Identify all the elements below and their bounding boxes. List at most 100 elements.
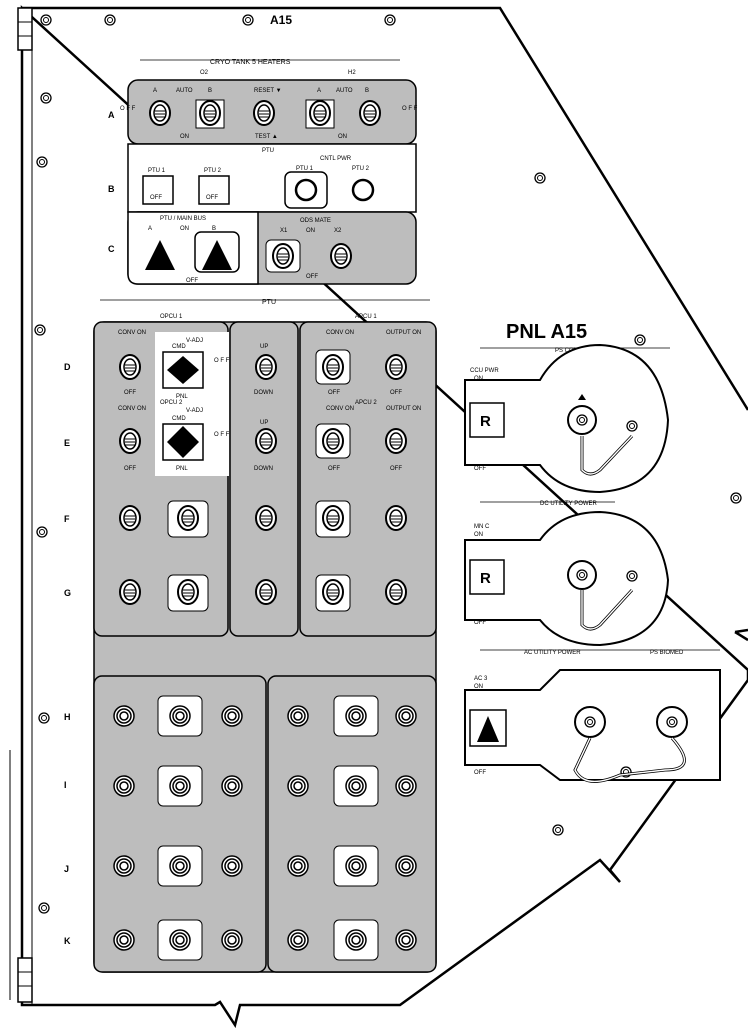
- svg-text:X2: X2: [334, 228, 342, 234]
- svg-text:UP: UP: [260, 420, 268, 426]
- jack-connector[interactable]: [345, 929, 367, 951]
- row-a-label: A: [108, 110, 115, 120]
- jack-connector[interactable]: [221, 775, 243, 797]
- svg-text:ON: ON: [338, 134, 347, 140]
- svg-text:PNL: PNL: [176, 466, 188, 472]
- cryo-switch[interactable]: [359, 100, 381, 126]
- svg-text:OUTPUT ON: OUTPUT ON: [386, 406, 421, 412]
- row-g-label: G: [64, 588, 71, 598]
- svg-text:APCU 2: APCU 2: [355, 400, 377, 406]
- jack-rows[interactable]: [113, 695, 417, 961]
- jack-connector[interactable]: [395, 855, 417, 877]
- svg-text:ODS MATE: ODS MATE: [300, 218, 331, 224]
- svg-text:ON: ON: [306, 228, 315, 234]
- jack-connector[interactable]: [345, 705, 367, 727]
- svg-text:ON: ON: [180, 226, 189, 232]
- row-b-label: B: [108, 184, 115, 194]
- svg-text:A: A: [153, 88, 157, 94]
- svg-text:PTU 2: PTU 2: [352, 166, 370, 172]
- svg-text:R: R: [480, 570, 491, 587]
- cryo-switch[interactable]: [253, 100, 275, 126]
- svg-text:B: B: [365, 88, 369, 94]
- svg-text:X1: X1: [280, 228, 288, 234]
- jack-connector[interactable]: [221, 705, 243, 727]
- row-h-label: H: [64, 712, 71, 722]
- svg-text:OFF: OFF: [186, 278, 198, 284]
- bus-b-switch[interactable]: [202, 240, 232, 270]
- svg-text:R: R: [480, 413, 491, 430]
- jack-connector[interactable]: [287, 705, 309, 727]
- svg-text:APCU 1: APCU 1: [355, 314, 377, 320]
- ptu1-switch[interactable]: [142, 175, 174, 205]
- svg-text:OFF: OFF: [150, 195, 162, 201]
- svg-text:B: B: [208, 88, 212, 94]
- jack-connector[interactable]: [113, 705, 135, 727]
- svg-text:OFF: OFF: [328, 466, 340, 472]
- ods-x1-switch[interactable]: [265, 239, 301, 273]
- svg-text:O F F: O F F: [214, 358, 230, 364]
- ccu-pwr-switch[interactable]: [469, 402, 505, 438]
- jack-connector[interactable]: [287, 929, 309, 951]
- jack-connector[interactable]: [221, 855, 243, 877]
- jack-connector[interactable]: [345, 855, 367, 877]
- svg-text:ON: ON: [474, 376, 483, 382]
- cryo-switch[interactable]: [149, 100, 171, 126]
- svg-text:ON: ON: [474, 532, 483, 538]
- row-j-label: J: [64, 864, 69, 874]
- opcu1-conv-switch: [119, 354, 141, 380]
- svg-text:ON: ON: [180, 134, 189, 140]
- mn-c-switch[interactable]: [469, 559, 505, 595]
- g-row-switches[interactable]: [119, 574, 407, 612]
- jack-connector[interactable]: [287, 775, 309, 797]
- svg-text:V-ADJ: V-ADJ: [186, 408, 203, 414]
- jack-connector[interactable]: [287, 855, 309, 877]
- jack-connector[interactable]: [395, 929, 417, 951]
- o2-label: O2: [200, 70, 209, 76]
- ptu2-switch[interactable]: [198, 175, 230, 205]
- svg-text:PTU / MAIN BUS: PTU / MAIN BUS: [160, 216, 206, 222]
- svg-text:TEST ▲: TEST ▲: [255, 134, 278, 140]
- row-c-label: C: [108, 244, 115, 254]
- cntl-pwr-ptu1-light: [294, 178, 318, 202]
- jack-connector[interactable]: [395, 705, 417, 727]
- svg-text:OFF: OFF: [124, 466, 136, 472]
- svg-text:A: A: [148, 226, 152, 232]
- svg-text:V-ADJ: V-ADJ: [186, 338, 203, 344]
- jack-connector[interactable]: [113, 855, 135, 877]
- jack-connector[interactable]: [169, 705, 191, 727]
- svg-text:MN C: MN C: [474, 524, 490, 530]
- cntl-pwr-ptu2-light: [351, 178, 375, 202]
- row-e-label: E: [64, 438, 70, 448]
- cryo-switch[interactable]: [195, 99, 225, 129]
- jack-connector[interactable]: [345, 775, 367, 797]
- svg-text:AUTO: AUTO: [336, 88, 353, 94]
- panel-title: PNL A15: [506, 321, 587, 343]
- opcu2-vadj-switch[interactable]: [167, 426, 199, 458]
- f-row-switches[interactable]: [119, 500, 407, 538]
- cryo-switch[interactable]: [305, 99, 335, 129]
- svg-text:OFF: OFF: [306, 274, 318, 280]
- svg-text:O F F: O F F: [402, 106, 418, 112]
- svg-text:OUTPUT ON: OUTPUT ON: [386, 330, 421, 336]
- jack-connector[interactable]: [169, 929, 191, 951]
- jack-connector[interactable]: [113, 929, 135, 951]
- svg-text:CCU PWR: CCU PWR: [470, 368, 499, 374]
- svg-text:UP: UP: [260, 344, 268, 350]
- h2-label: H2: [348, 70, 356, 76]
- svg-text:OFF: OFF: [474, 770, 486, 776]
- svg-text:AC UTILITY POWER: AC UTILITY POWER: [524, 650, 581, 656]
- jack-connector[interactable]: [113, 775, 135, 797]
- svg-text:OPCU 2: OPCU 2: [160, 400, 183, 406]
- ods-x2-switch[interactable]: [330, 243, 352, 269]
- svg-text:CMD: CMD: [172, 344, 186, 350]
- bus-a-switch[interactable]: [145, 240, 175, 270]
- jack-connector[interactable]: [395, 775, 417, 797]
- opcu1-vadj-switch[interactable]: [167, 356, 199, 384]
- svg-text:AC 3: AC 3: [474, 676, 488, 682]
- jack-connector[interactable]: [169, 775, 191, 797]
- jack-connector[interactable]: [221, 929, 243, 951]
- jack-connector[interactable]: [169, 855, 191, 877]
- svg-text:CONV ON: CONV ON: [326, 330, 354, 336]
